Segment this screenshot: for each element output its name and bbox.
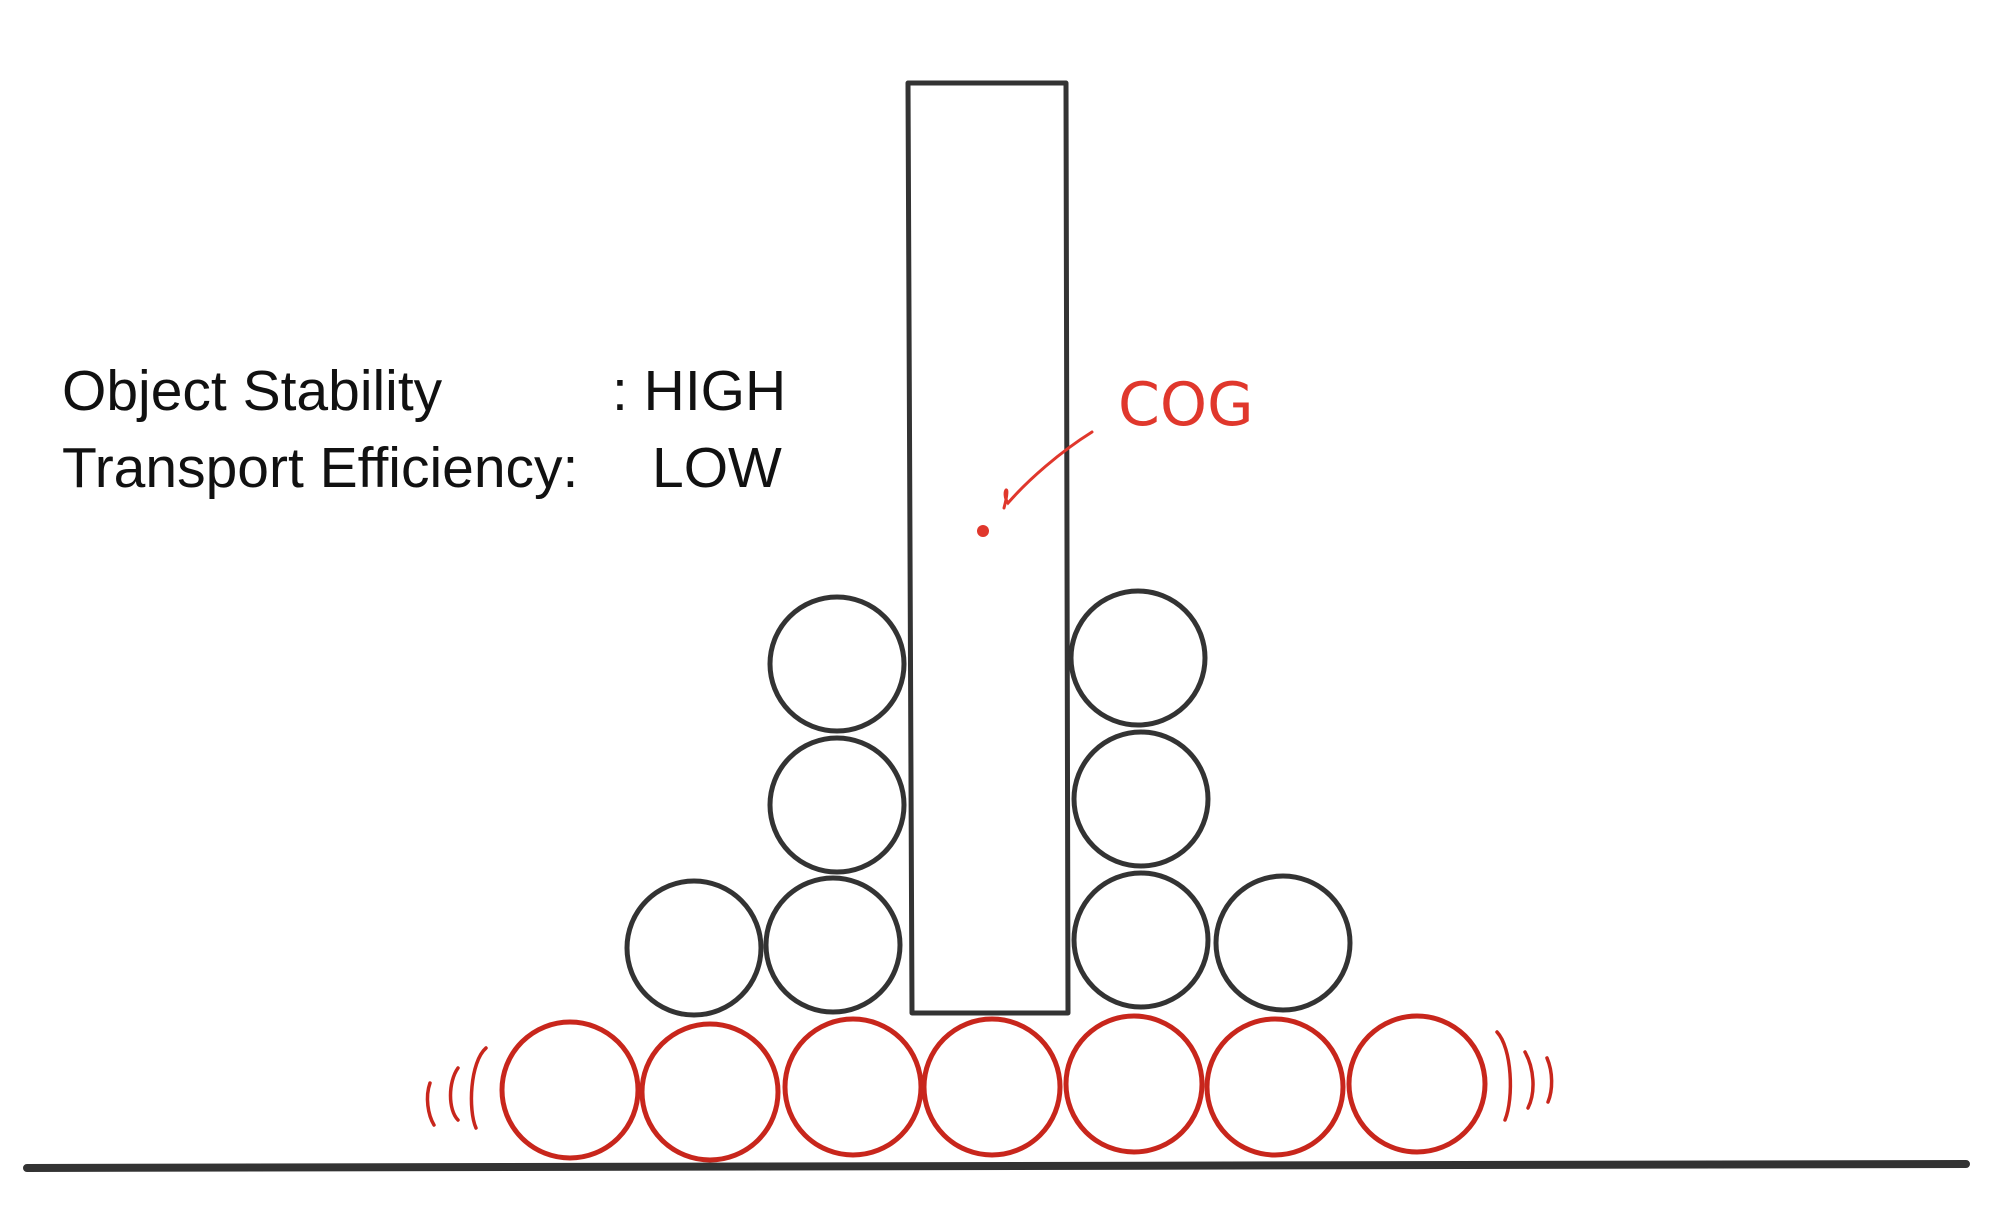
roller-ball — [921, 1016, 1063, 1158]
ball-stack — [624, 588, 1353, 1018]
tall-box — [905, 80, 1071, 1016]
stability-value: : HIGH — [612, 359, 786, 423]
info-block: Object Stability : HIGH Transport Effici… — [62, 359, 786, 500]
ball — [624, 878, 764, 1018]
ball — [1068, 588, 1208, 728]
cog-label: COG — [1118, 370, 1254, 440]
ball — [1071, 870, 1211, 1010]
efficiency-value: LOW — [652, 436, 782, 500]
ball — [767, 735, 907, 875]
roller-ball — [1063, 1013, 1205, 1155]
motion-marks-right — [1495, 1030, 1554, 1122]
motion-marks-left — [425, 1046, 488, 1130]
ball — [763, 875, 903, 1015]
roller-ball — [639, 1021, 781, 1163]
ball — [1071, 729, 1211, 869]
ground-line — [23, 1160, 1970, 1172]
stability-label: Object Stability — [62, 359, 443, 423]
roller-ball — [782, 1016, 924, 1158]
roller-ball — [499, 1019, 641, 1161]
roller-ball — [1204, 1016, 1346, 1158]
ball — [767, 594, 907, 734]
cog-annotation: COG — [977, 370, 1254, 537]
efficiency-label: Transport Efficiency: — [62, 436, 578, 500]
roller-ball — [1346, 1013, 1488, 1155]
cog-point — [977, 525, 989, 537]
roller-row — [499, 1013, 1488, 1163]
cog-leader-line — [1002, 430, 1094, 510]
ball — [1213, 873, 1353, 1013]
